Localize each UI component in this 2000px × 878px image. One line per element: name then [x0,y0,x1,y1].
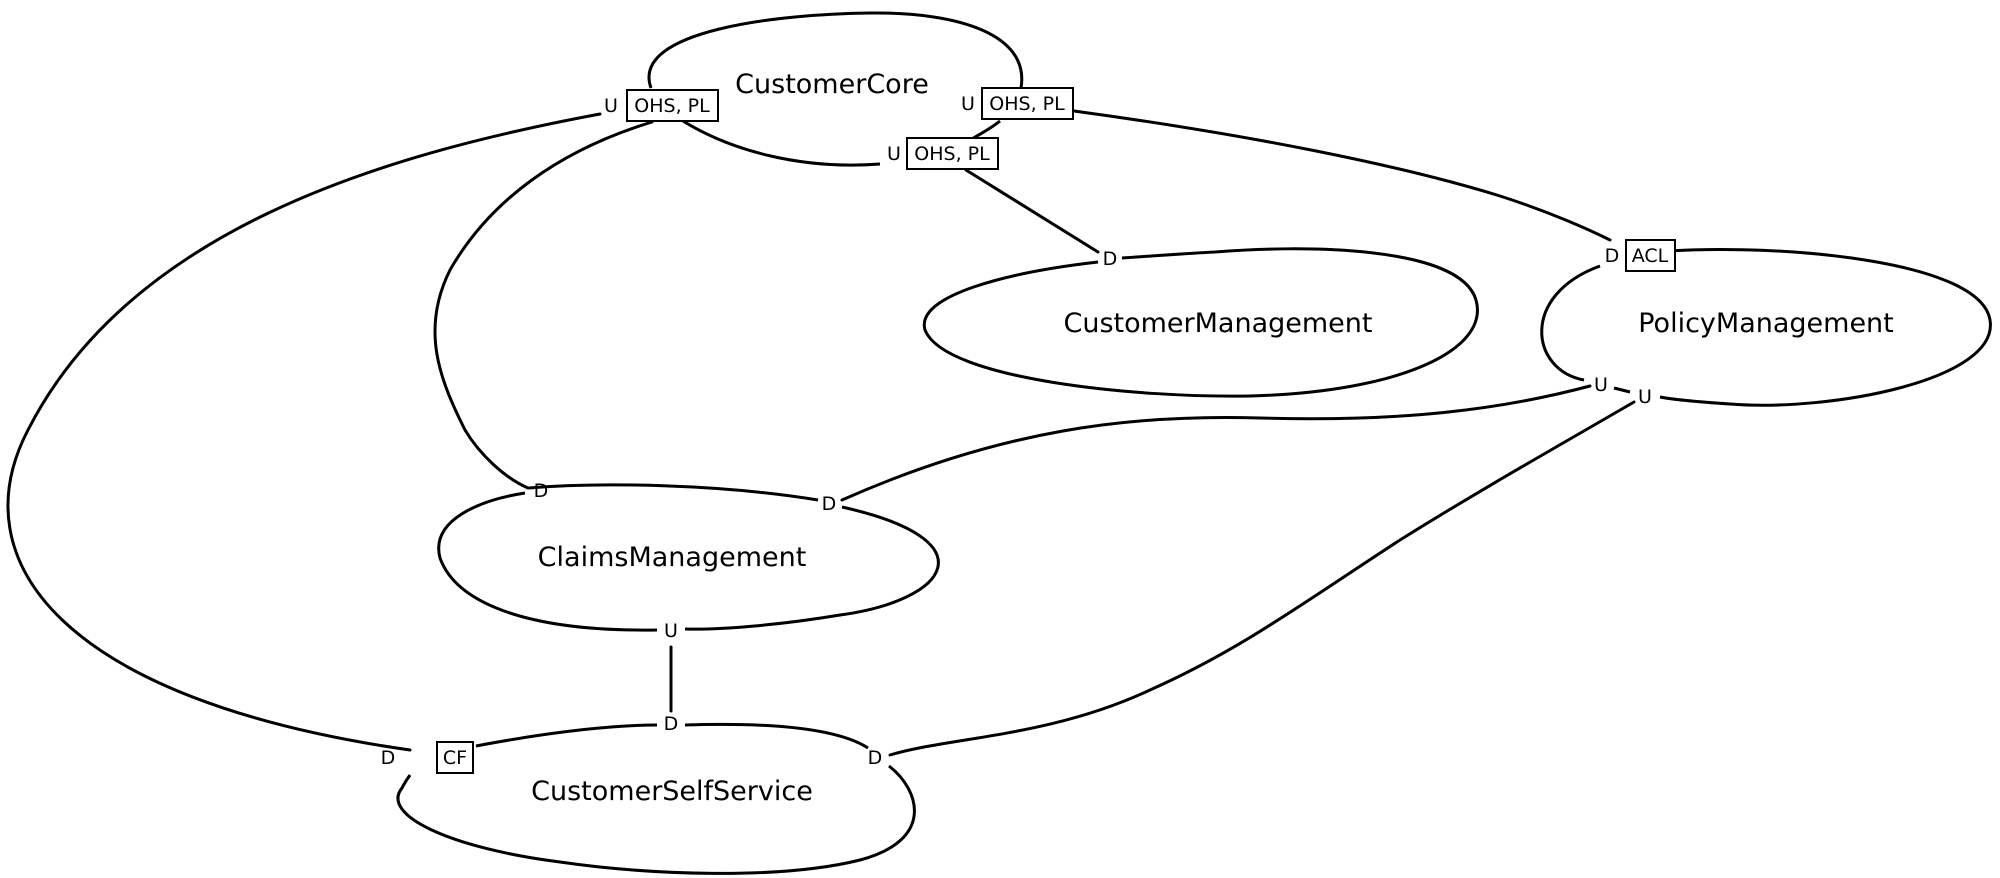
context-shape-customer-management [922,247,1479,398]
pattern-label-policy-acl: ACL [1632,245,1669,267]
role-downstream-claims-right: D [822,493,837,515]
pattern-box-core-right [981,87,1074,120]
edge-core-to-customermgmt [964,168,1100,254]
context-shape-policy-management-gap [1613,386,1631,394]
edge-core-to-claims [433,120,654,490]
context-shape-claims-management [528,483,819,502]
role-upstream-core-bottom: U [887,143,901,165]
context-shape-customer-selfservice-top [684,722,869,750]
context-label-claims-management: ClaimsManagement [538,542,807,573]
role-upstream-claims-bottom: U [664,620,678,642]
pattern-label-core-right: OHS, PL [989,93,1065,115]
edge-core-to-policy [1072,109,1612,242]
context-shape-policy-management [1540,264,1601,382]
edge-core-to-selfservice [6,112,602,752]
pattern-box-core-bottom [906,137,999,170]
role-downstream-policy: D [1605,245,1620,267]
context-label-policy-management: PolicyManagement [1638,308,1894,339]
pattern-box-policy-acl [1625,239,1676,272]
role-downstream-selfservice-top: D [664,713,679,735]
role-downstream-customermgmt: D [1103,248,1118,270]
context-shape-claims-management-left [437,491,658,632]
pattern-box-selfservice-cf [436,741,474,774]
pattern-label-core-left: OHS, PL [634,95,710,117]
context-label-customer-core: CustomerCore [735,69,929,100]
edge-policy-to-claims [840,384,1592,502]
role-upstream-policy-right: U [1638,386,1652,408]
context-shape-customer-core [647,11,1024,89]
context-label-customer-selfservice: CustomerSelfService [531,776,813,807]
context-shape-customer-selfservice-main [396,764,916,875]
role-upstream-policy-left: U [1594,374,1608,396]
context-label-customer-management: CustomerManagement [1063,308,1372,339]
context-shape-customer-selfservice [475,723,658,748]
role-downstream-selfservice-left: D [381,747,396,769]
pattern-label-core-bottom: OHS, PL [914,143,990,165]
context-shape-customer-core-lower [682,119,881,167]
edge-policy-to-selfservice [888,400,1636,757]
pattern-box-core-left [626,89,719,122]
role-downstream-selfservice-right: D [868,747,883,769]
role-downstream-claims-left: D [534,480,549,502]
role-upstream-core-left: U [604,95,618,117]
context-shape-customer-core-right [971,119,1001,141]
role-upstream-core-right: U [961,93,975,115]
context-shape-policy-management-main [1659,247,1992,407]
pattern-label-selfservice-cf: CF [443,747,467,769]
context-shape-claims-management-main [684,505,940,631]
